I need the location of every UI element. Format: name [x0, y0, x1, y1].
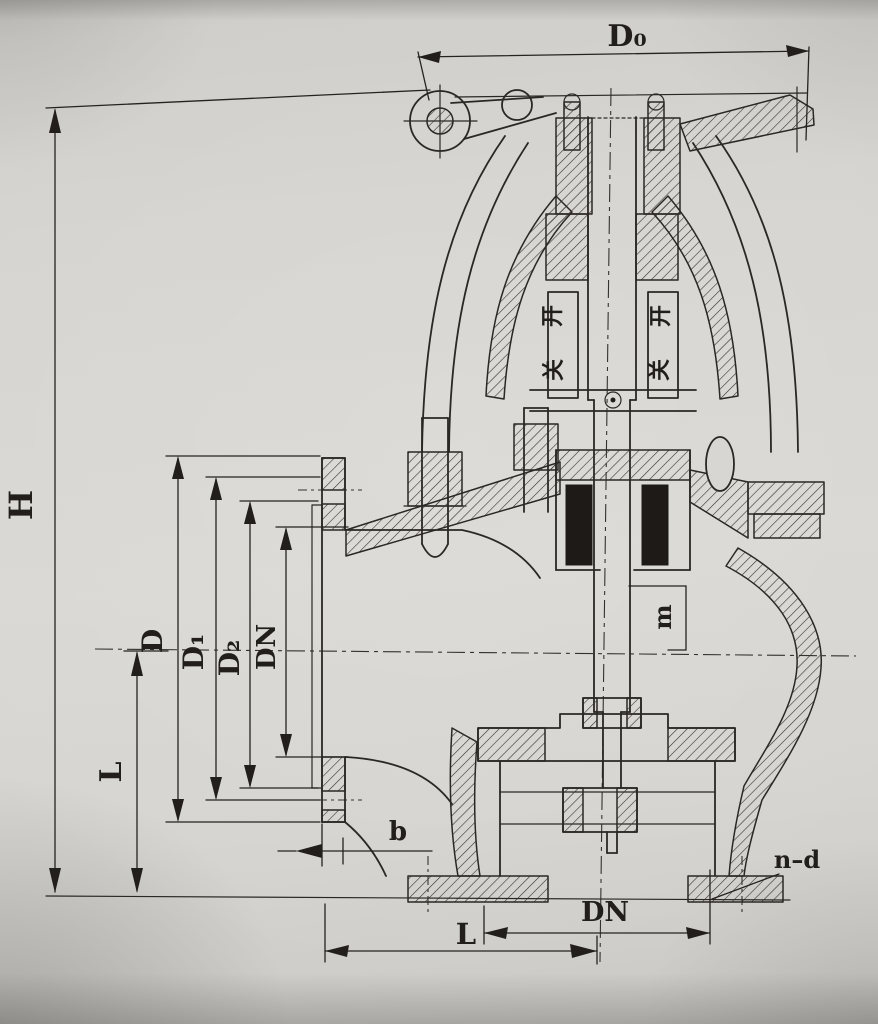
hub-bolt-right-head — [647, 93, 665, 111]
bottom-flange-right — [687, 875, 784, 903]
bore-bottom-wall — [345, 756, 453, 805]
label-dn-left: DN — [252, 624, 282, 670]
dimension-lines — [45, 45, 810, 965]
handwheel-knob-core — [426, 107, 454, 135]
packing-left — [565, 484, 593, 566]
lever-grip — [501, 89, 533, 121]
lever-lower-edge — [463, 112, 557, 140]
wheel-right-spoke — [679, 94, 815, 152]
label-dn-bottom: DN — [581, 897, 629, 928]
bolt-tip-left — [421, 543, 449, 558]
label-d2: D₂ — [213, 640, 246, 677]
window-post-left — [547, 291, 579, 399]
yoke-leg-left-inner — [448, 142, 529, 453]
label-d1: D₁ — [177, 634, 210, 671]
lever-upper-edge — [450, 96, 544, 104]
label-b: b — [389, 817, 407, 847]
label-m: m — [648, 604, 677, 629]
label-d: D — [136, 629, 169, 653]
flange-block-right-top — [747, 481, 825, 515]
yoke-leg-right-inner — [692, 142, 772, 453]
yoke-foot-right — [705, 436, 735, 492]
body-wall-right — [725, 547, 822, 877]
flange-block-right-bottom — [753, 513, 821, 539]
label-d0: D₀ — [607, 19, 646, 54]
marking-open-right: 开 — [648, 305, 674, 327]
crossbar-pin-center — [610, 397, 616, 403]
flange-web-left — [345, 461, 561, 557]
label-l-left: L — [94, 761, 129, 782]
bell-wall-right — [651, 195, 739, 400]
crossbar-pin — [604, 391, 622, 409]
side-port-flange — [311, 457, 541, 877]
window-post-right — [647, 291, 679, 399]
handwheel — [409, 89, 815, 215]
hub-bolt-left-head — [563, 93, 581, 111]
label-l-bottom: L — [456, 917, 476, 951]
bonnet-flange — [345, 407, 825, 571]
hub-bolt-left — [563, 101, 581, 151]
labels: D₀ H D D₁ D₂ DN L m b DN L n–d 开 开 关 关 — [2, 19, 820, 951]
bell-wall-left — [485, 195, 573, 400]
yoke-leg-right-outer — [715, 135, 799, 453]
stuffing-box-top — [555, 449, 691, 481]
marking-close-right: 关 — [647, 359, 673, 381]
hub-bolt-right — [647, 101, 665, 151]
marking-open-left: 开 — [540, 305, 566, 327]
label-n-d: n–d — [774, 845, 820, 874]
bolt-nut-center — [513, 423, 559, 471]
stem-centerline — [599, 87, 612, 963]
handwheel-knob — [409, 90, 471, 152]
yoke-leg-left-outer — [421, 135, 506, 453]
packing-right — [641, 484, 669, 566]
marking-close-left: 关 — [541, 359, 567, 381]
wheel-top-rail — [454, 92, 808, 98]
side-port-centerline — [94, 648, 857, 657]
bore-top-wall — [345, 529, 541, 579]
label-h: H — [2, 490, 40, 520]
bottom-port-wall-left — [449, 727, 481, 877]
bonnet-bell — [421, 135, 799, 453]
base-datum-line — [45, 895, 791, 901]
lower-body — [45, 547, 822, 903]
body-foot-curve — [344, 821, 387, 877]
